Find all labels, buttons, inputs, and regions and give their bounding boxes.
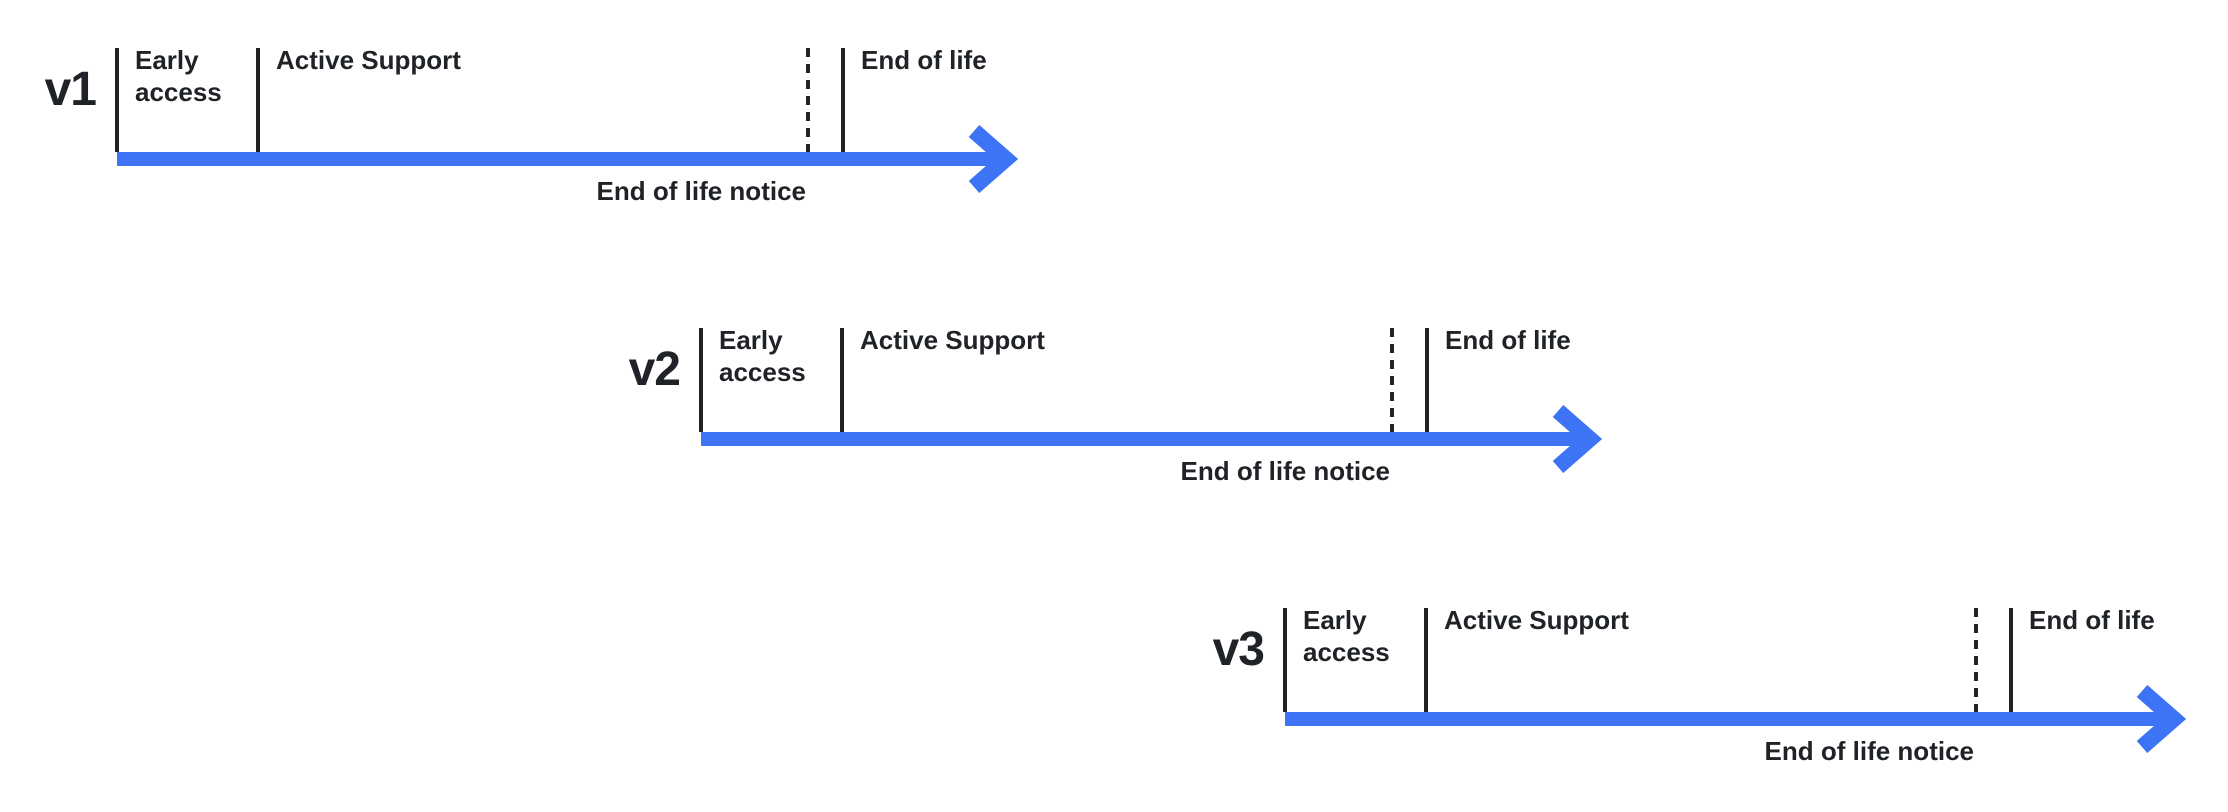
end-of-life-tick bbox=[2009, 608, 2013, 712]
end-of-life-label: End of life bbox=[2029, 605, 2155, 635]
eol-notice-dashed-line bbox=[806, 48, 810, 152]
eol-notice-dashed-line bbox=[1974, 608, 1978, 712]
active-support-tick bbox=[1424, 608, 1428, 712]
early-access-label: Early access bbox=[1303, 605, 1390, 667]
early-access-tick bbox=[115, 48, 119, 152]
version-label: v3 bbox=[1212, 623, 1265, 676]
early-access-label: Early access bbox=[719, 325, 806, 387]
timeline-v2: v2 Early access Active Support End of li… bbox=[616, 324, 1646, 499]
active-support-label: Active Support bbox=[276, 45, 461, 75]
end-of-life-notice-label: End of life notice bbox=[1180, 456, 1390, 486]
active-support-tick bbox=[256, 48, 260, 152]
version-label: v2 bbox=[628, 343, 681, 396]
active-support-label: Active Support bbox=[860, 325, 1045, 355]
active-support-label: Active Support bbox=[1444, 605, 1629, 635]
arrow-head-icon bbox=[1552, 404, 1603, 474]
timeline-arrow-bar bbox=[701, 432, 1578, 446]
end-of-life-label: End of life bbox=[1445, 325, 1571, 355]
end-of-life-tick bbox=[841, 48, 845, 152]
timeline-v3: v3 Early access Active Support End of li… bbox=[1200, 604, 2228, 779]
end-of-life-label: End of life bbox=[861, 45, 987, 75]
version-label: v1 bbox=[44, 63, 97, 116]
timeline-arrow-bar bbox=[1285, 712, 2162, 726]
early-access-tick bbox=[1283, 608, 1287, 712]
timeline-arrow-bar bbox=[117, 152, 994, 166]
early-access-label: Early access bbox=[135, 45, 222, 107]
end-of-life-tick bbox=[1425, 328, 1429, 432]
end-of-life-notice-label: End of life notice bbox=[596, 176, 806, 206]
eol-notice-dashed-line bbox=[1390, 328, 1394, 432]
arrow-head-icon bbox=[968, 124, 1019, 194]
timeline-v1: v1 Early access Active Support End of li… bbox=[32, 44, 1062, 219]
arrow-head-icon bbox=[2136, 684, 2187, 754]
early-access-tick bbox=[699, 328, 703, 432]
active-support-tick bbox=[840, 328, 844, 432]
end-of-life-notice-label: End of life notice bbox=[1764, 736, 1974, 766]
